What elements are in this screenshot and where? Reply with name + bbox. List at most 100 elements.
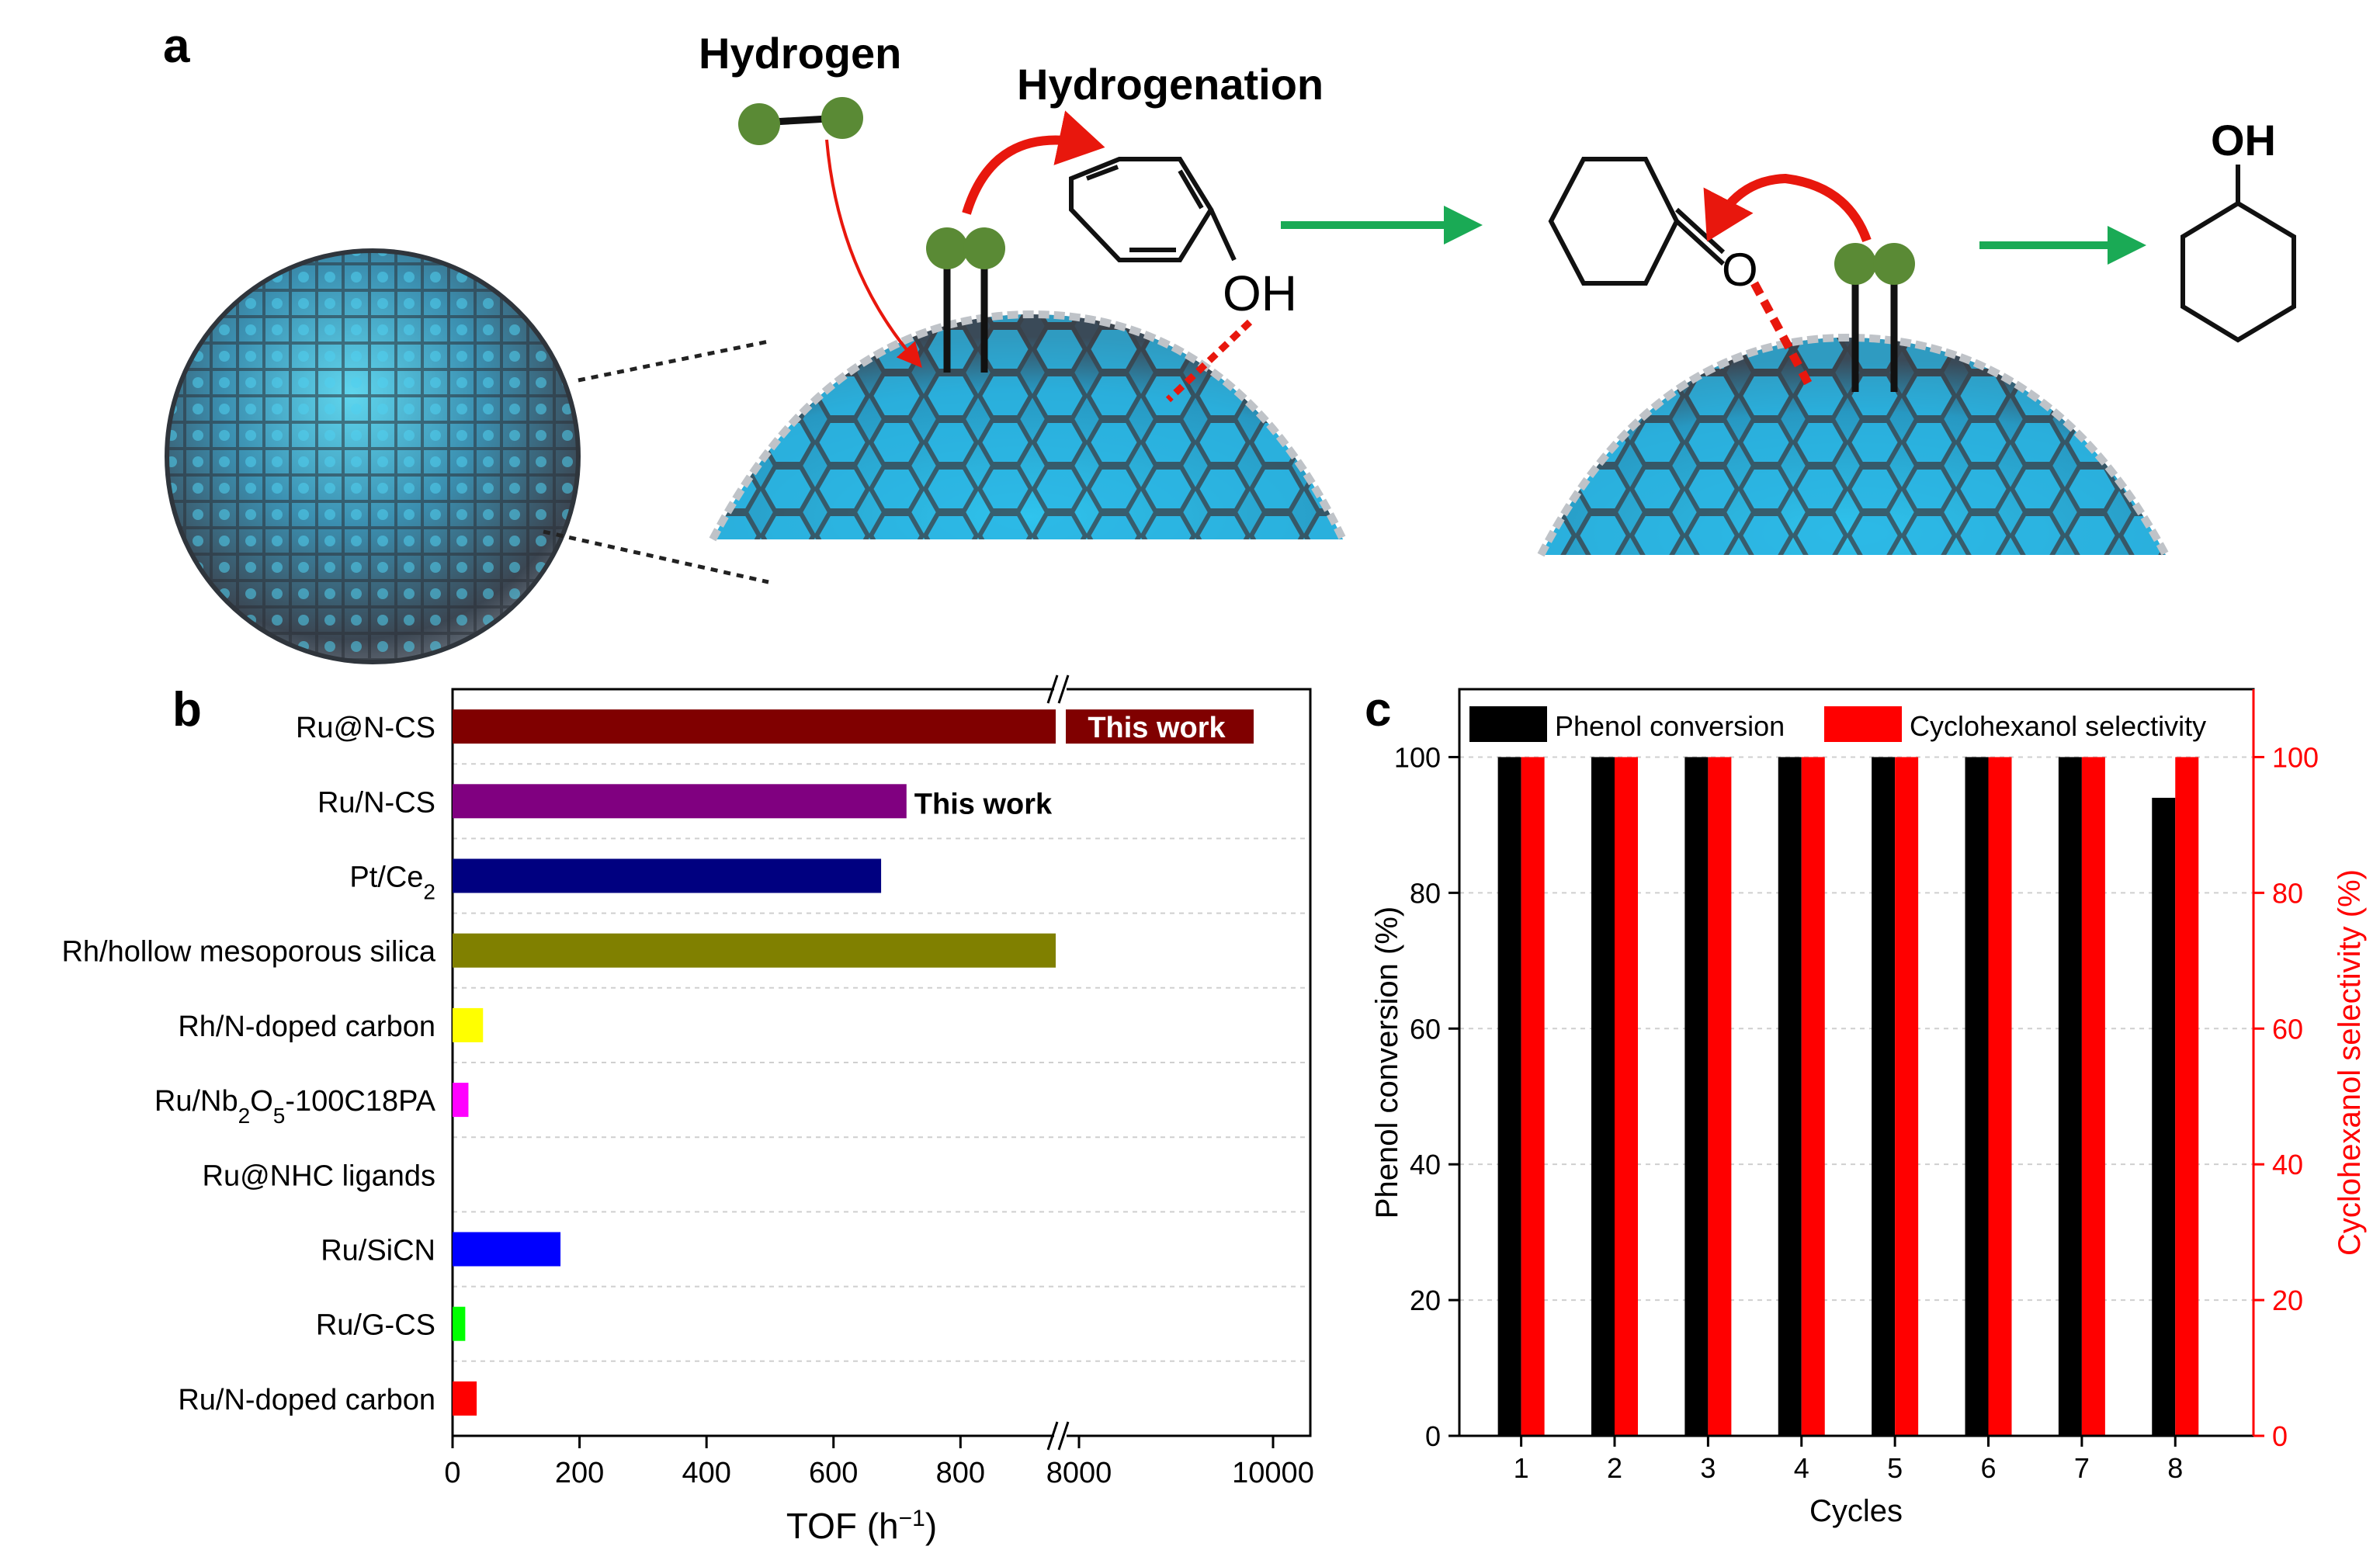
c-x-tick-label: 8 <box>2167 1452 2183 1484</box>
panel-c-gridlines <box>1459 756 2253 1302</box>
category-label: Ru/Nb2O5-100C18PA <box>154 1085 436 1128</box>
c-tick-label: 80 <box>1410 877 1441 909</box>
bar-phenol-conversion-cycle-5 <box>1872 757 1896 1436</box>
c-y2-tick-label: 100 <box>2272 741 2319 773</box>
axis-break-marks <box>1046 672 1070 1453</box>
b-tick-label: 8000 <box>1046 1457 1112 1489</box>
bar-Ru@N-CS <box>453 709 1056 744</box>
c-tick-label: 40 <box>1410 1149 1441 1180</box>
c-x-tick-label: 7 <box>2074 1452 2090 1484</box>
panel-c-bars <box>1497 757 2199 1436</box>
break-slash <box>1046 1421 1059 1451</box>
c-x-tick-label: 1 <box>1514 1452 1529 1484</box>
bar-Ru/N-CS <box>453 784 907 819</box>
legend-label-phenol: Phenol conversion <box>1555 710 1785 742</box>
bar-phenol-conversion-cycle-8 <box>2152 797 2176 1436</box>
catalyst-sphere <box>165 248 581 664</box>
c-tick-label: 0 <box>1425 1420 1441 1452</box>
c-x-tick-label: 6 <box>1980 1452 1996 1484</box>
b-tick-label: 200 <box>555 1457 604 1489</box>
break-gap <box>1054 1419 1067 1453</box>
bar-cyclohexanol-selectivity-cycle-3 <box>1708 757 1732 1436</box>
category-label: Ru@N-CS <box>296 712 435 744</box>
bar-cyclohexanol-selectivity-cycle-6 <box>1988 757 2012 1436</box>
panel-b-label: b <box>172 683 202 737</box>
category-label: Rh/hollow mesoporous silica <box>61 936 435 969</box>
category-label: Ru/N-CS <box>317 786 435 819</box>
break-slash <box>1057 1421 1070 1451</box>
zoom-line-top <box>578 339 769 383</box>
hydrogenation-label: Hydrogenation <box>1017 60 1324 109</box>
c-y2-tick-label: 0 <box>2272 1420 2288 1452</box>
c-x-tick-label: 3 <box>1700 1452 1716 1484</box>
catalyst-surface-1 <box>709 310 1347 542</box>
phenol-surface-interaction <box>1165 319 1253 403</box>
b-tick-label: 0 <box>444 1457 460 1489</box>
category-label: Ru/SiCN <box>321 1235 435 1267</box>
break-slash <box>1046 674 1059 704</box>
bar-phenol-conversion-cycle-3 <box>1684 757 1709 1436</box>
bar-cyclohexanol-selectivity-cycle-8 <box>2175 757 2199 1436</box>
panel-c-plot-frame <box>1458 688 2255 1437</box>
panel-c-y2-axis-title: Cyclohexanol selectivity (%) <box>2333 869 2367 1256</box>
b-tick-label: 600 <box>809 1457 858 1489</box>
panel-c-legend: Phenol conversion Cyclohexanol selectivit… <box>1469 706 2206 742</box>
bar-Ru/SiCN <box>453 1232 561 1267</box>
legend-swatch-cyclohexanol <box>1824 706 1902 742</box>
c-tick-label: 20 <box>1410 1284 1441 1316</box>
bar-cyclohexanol-selectivity-cycle-1 <box>1521 757 1545 1436</box>
bar-Ru/Nb2O5-100C18PA <box>453 1083 469 1118</box>
bar-Pt/Ce2 <box>453 858 882 893</box>
panel-c-label: c <box>1365 683 1391 737</box>
bar-Rh/N-doped carbon <box>453 1007 484 1042</box>
bar-continuation <box>1066 709 1254 744</box>
ketone-hydrogenation-arrow <box>1703 173 1872 243</box>
category-label: Ru@NHC ligands <box>203 1160 435 1192</box>
bar-cyclohexanol-selectivity-cycle-4 <box>1801 757 1825 1436</box>
adsorbed-hydrogen-1 <box>926 227 1005 373</box>
c-x-tick-label: 2 <box>1607 1452 1622 1484</box>
bar-phenol-conversion-cycle-2 <box>1591 757 1615 1436</box>
panel-b-bars <box>453 709 1056 1416</box>
break-slash <box>1057 674 1070 704</box>
bar-Ru/N-doped carbon <box>453 1381 477 1416</box>
cyclohexanone-molecule <box>1548 157 1726 286</box>
b-tick-label: 800 <box>936 1457 985 1489</box>
bar-phenol-conversion-cycle-6 <box>1965 757 1989 1436</box>
hydrogenation-arrow <box>962 110 1105 215</box>
phenol-molecule <box>1069 157 1237 262</box>
this-work-label-boxed: This work <box>1088 712 1226 744</box>
break-gap <box>1054 672 1067 706</box>
c-tick-label: 60 <box>1410 1013 1441 1045</box>
cyclohexanol-molecule <box>2181 165 2296 343</box>
panel-c-y-axis-title: Phenol conversion (%) <box>1370 907 1404 1219</box>
legend-label-cyclohexanol: Cyclohexanol selectivity <box>1910 710 2206 742</box>
panel-b-gridlines <box>453 763 1310 1362</box>
category-label: Ru/N-doped carbon <box>178 1384 435 1416</box>
hydrogen-label: Hydrogen <box>699 29 901 78</box>
c-y2-tick-label: 40 <box>2272 1149 2303 1180</box>
bar-cyclohexanol-selectivity-cycle-5 <box>1895 757 1919 1436</box>
cyclohexanol-oh-label: OH <box>2211 116 2276 165</box>
category-label: Pt/Ce2 <box>349 862 435 904</box>
bar-cyclohexanol-selectivity-cycle-7 <box>2081 757 2105 1436</box>
category-label: Rh/N-doped carbon <box>178 1011 435 1043</box>
phenol-oh-label: OH <box>1223 265 1297 321</box>
adsorbed-hydrogen-2 <box>1834 243 1915 392</box>
c-y2-tick-label: 80 <box>2272 877 2303 909</box>
panel-b-plot-frame <box>451 688 1312 1437</box>
c-x-tick-label: 4 <box>1794 1452 1809 1484</box>
bar-phenol-conversion-cycle-4 <box>1778 757 1802 1436</box>
bar-phenol-conversion-cycle-1 <box>1497 757 1521 1436</box>
panel-a-schematic: a Hydrogen Hydrog <box>163 19 2296 664</box>
bar-cyclohexanol-selectivity-cycle-2 <box>1615 757 1639 1436</box>
panel-c-x-axis-title: Cycles <box>1809 1494 1903 1528</box>
c-y2-tick-label: 60 <box>2272 1013 2303 1045</box>
